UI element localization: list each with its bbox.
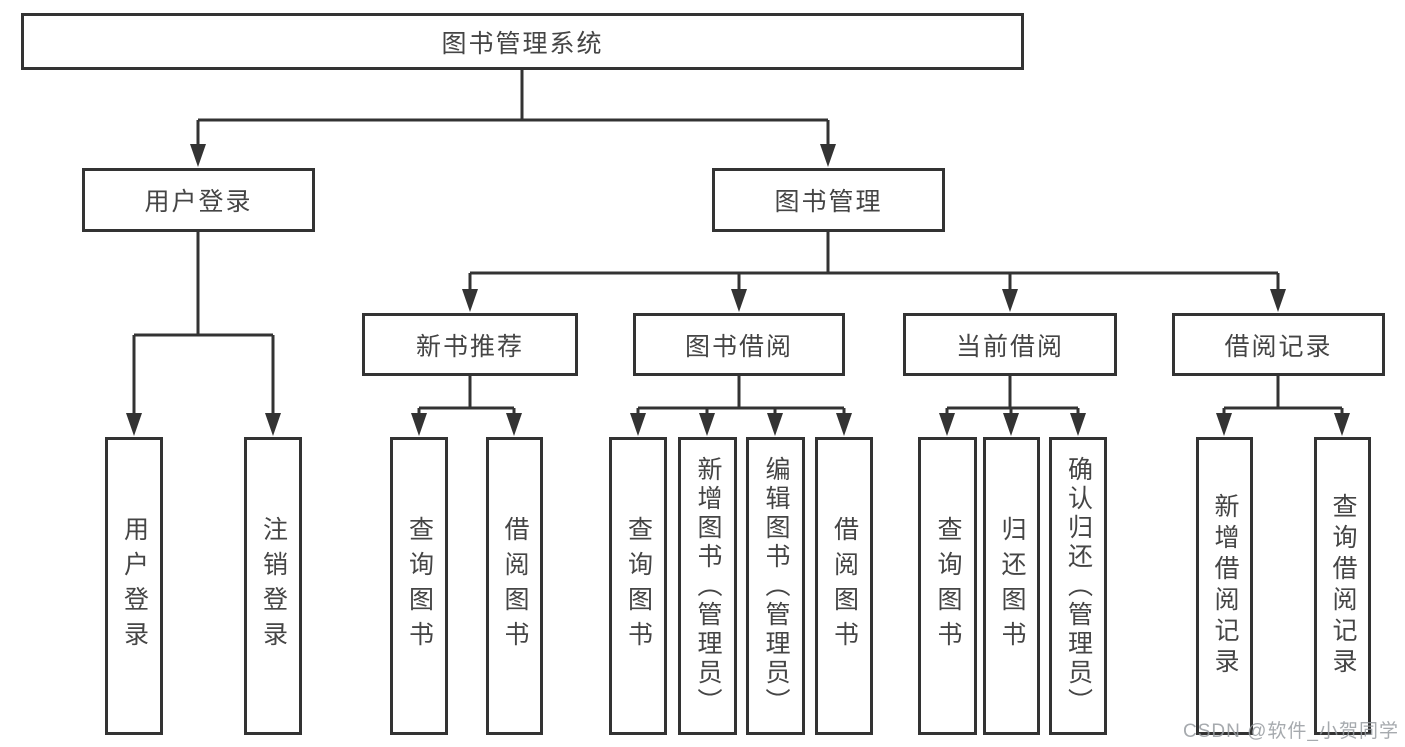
connector-shafts [132, 70, 1344, 414]
node-borrow-records-label: 借阅记录 [1224, 332, 1333, 361]
node-root-label: 图书管理系统 [441, 29, 604, 58]
leaf-user-login: 用户登录 [105, 437, 163, 735]
node-book-management-label: 图书管理 [774, 188, 883, 216]
leaf-user-login-label: 用户登录 [120, 516, 149, 656]
node-new-book-recommend: 新书推荐 [362, 313, 578, 376]
leaf-records-add-record-label: 新增借阅记录 [1211, 493, 1239, 679]
leaf-newbook-query-books-label: 查询图书 [405, 516, 434, 656]
node-root: 图书管理系统 [21, 13, 1024, 70]
node-current-borrow: 当前借阅 [903, 313, 1117, 376]
leaf-borrow-borrow-books-label: 借阅图书 [830, 516, 859, 656]
leaf-logout-label: 注销登录 [259, 516, 288, 656]
leaf-borrow-add-books-admin-label: 新增图书（管理员） [694, 455, 722, 717]
leaf-borrow-query-books-label: 查询图书 [624, 516, 653, 656]
watermark: CSDN @软件_小贺同学 [1183, 721, 1399, 742]
leaf-borrow-query-books: 查询图书 [609, 437, 667, 735]
leaf-borrow-edit-books-admin-label: 编辑图书（管理员） [762, 455, 790, 717]
leaf-newbook-query-books: 查询图书 [390, 437, 448, 735]
leaf-current-return-books-label: 归还图书 [998, 516, 1026, 656]
arrowhead-icons [126, 144, 1350, 436]
node-book-management: 图书管理 [712, 168, 945, 232]
leaf-current-query-books-label: 查询图书 [934, 516, 962, 656]
node-book-borrow-label: 图书借阅 [684, 332, 793, 361]
node-borrow-records: 借阅记录 [1172, 313, 1385, 376]
node-new-book-recommend-label: 新书推荐 [415, 332, 524, 361]
leaf-logout: 注销登录 [244, 437, 302, 735]
leaf-records-query-record: 查询借阅记录 [1314, 437, 1371, 735]
node-current-borrow-label: 当前借阅 [955, 332, 1064, 361]
leaf-current-query-books: 查询图书 [918, 437, 977, 735]
node-book-borrow: 图书借阅 [633, 313, 845, 376]
leaf-records-query-record-label: 查询借阅记录 [1329, 493, 1357, 679]
node-user-login-label: 用户登录 [144, 188, 253, 216]
leaf-borrow-add-books-admin: 新增图书（管理员） [678, 437, 737, 735]
leaf-borrow-borrow-books: 借阅图书 [815, 437, 873, 735]
leaf-newbook-borrow-books-label: 借阅图书 [501, 516, 529, 656]
leaf-newbook-borrow-books: 借阅图书 [486, 437, 543, 735]
node-user-login: 用户登录 [82, 168, 315, 232]
leaf-records-add-record: 新增借阅记录 [1196, 437, 1253, 735]
leaf-borrow-edit-books-admin: 编辑图书（管理员） [746, 437, 805, 735]
leaf-current-confirm-return-admin: 确认归还（管理员） [1049, 437, 1107, 735]
leaf-current-return-books: 归还图书 [983, 437, 1040, 735]
leaf-current-confirm-return-admin-label: 确认归还（管理员） [1064, 455, 1093, 717]
